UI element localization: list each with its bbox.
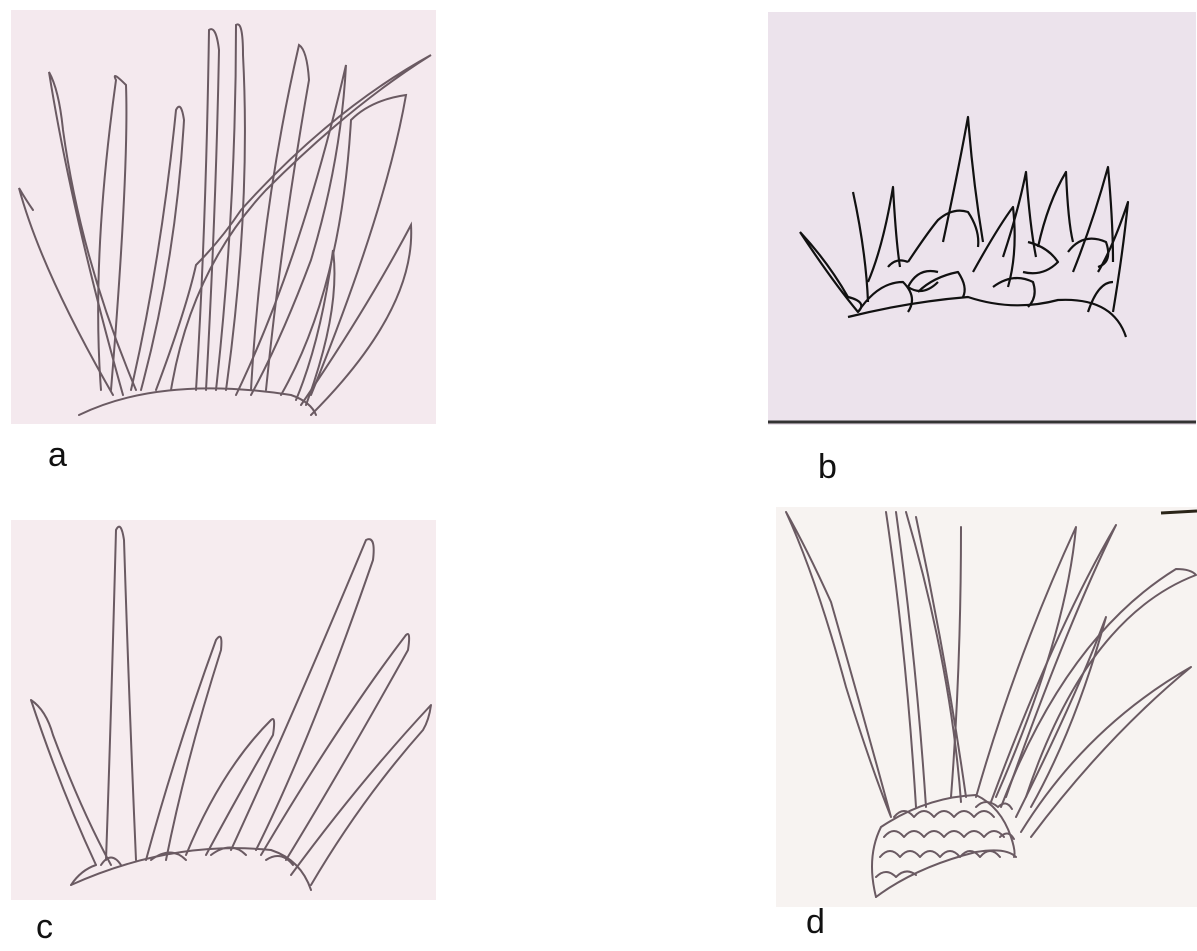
drawing-c [11,520,436,900]
drawing-a [11,10,436,424]
drawing-b [768,12,1196,425]
panel-a [11,10,436,424]
panel-label-b: b [818,450,837,484]
panel-label-a: a [48,438,67,472]
panel-label-d: d [806,905,825,939]
panel-label-c: c [36,910,53,944]
drawing-d [776,507,1197,907]
panel-c [11,520,436,900]
panel-b [768,12,1196,425]
panel-d [776,507,1197,907]
